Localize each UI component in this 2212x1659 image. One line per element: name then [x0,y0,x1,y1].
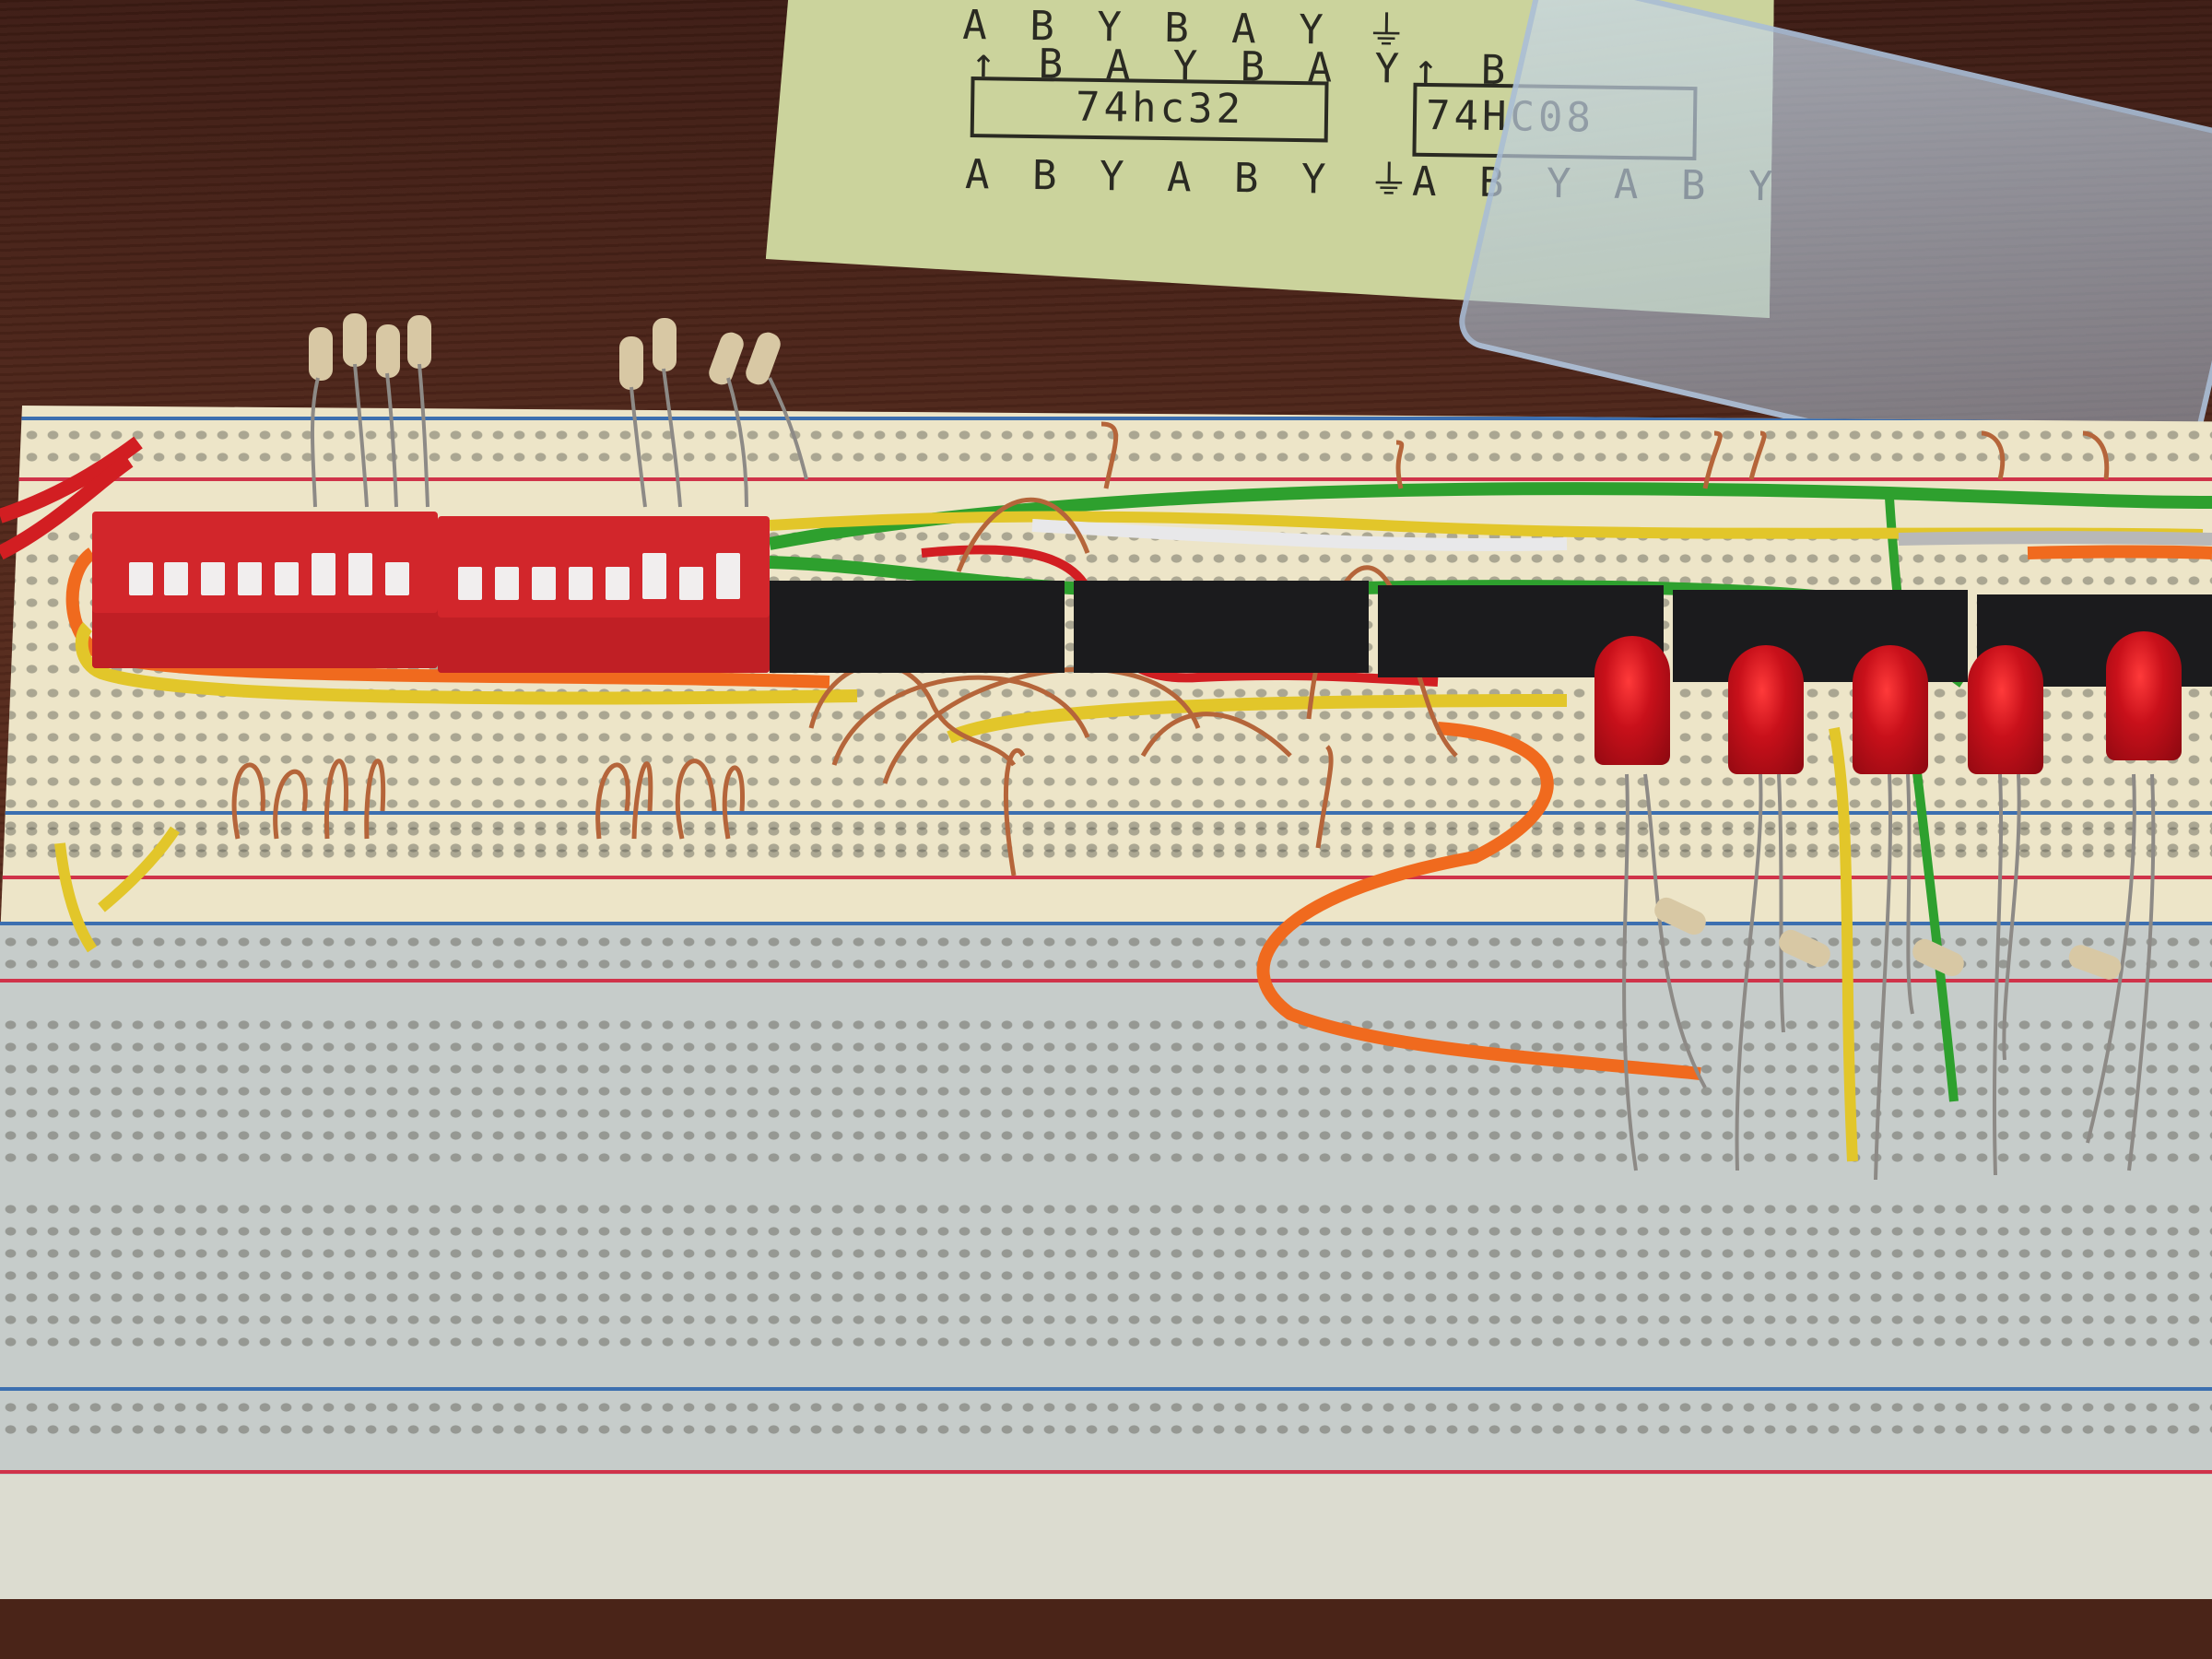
dip-toggle[interactable] [606,567,629,600]
dip-toggle[interactable] [164,562,188,595]
dip-toggle[interactable] [495,567,519,600]
resistor [376,324,400,378]
led-4 [1968,645,2043,774]
led-2 [1728,645,1804,774]
resistor [653,318,677,371]
dip-toggle[interactable] [312,553,335,595]
breadboard-edge [0,1475,2212,1604]
dip-switch-2[interactable] [438,516,770,673]
dip-toggle[interactable] [458,567,482,600]
dip-toggle[interactable] [238,562,262,595]
dip-toggle[interactable] [532,567,556,600]
rail-blue-lower-top [0,922,2212,925]
rail-blue-top [0,417,2212,420]
led-1 [1594,636,1670,765]
dip-toggle[interactable] [385,562,409,595]
ic-chip-2 [1074,581,1369,673]
resistor [343,313,367,367]
dip-toggle[interactable] [275,562,299,595]
dip-toggle[interactable] [642,553,666,599]
dip-toggle[interactable] [348,553,372,595]
desk-bottom [0,1599,2212,1659]
resistor [619,336,643,390]
dip-switch-1[interactable] [92,512,438,668]
rail-red-bottom [0,1470,2212,1474]
led-3 [1853,645,1928,774]
dip-toggle[interactable] [569,567,593,600]
dip-toggle[interactable] [716,553,740,599]
rail-blue-bottom [0,1387,2212,1391]
dip-toggle[interactable] [679,567,703,600]
dip-toggle[interactable] [201,562,225,595]
rail-blue-mid [0,811,2212,815]
power-rail-holes-bottom [0,1396,2212,1442]
resistor [309,327,333,381]
power-rail-holes-top [0,424,2212,470]
ic-chip-1 [770,581,1065,673]
led-5 [2106,631,2182,760]
terminal-holes-lower-b [0,1198,2212,1355]
rail-red-lower-top [0,979,2212,982]
dip-toggle[interactable] [129,562,153,595]
rail-red-mid [0,876,2212,879]
resistor [407,315,431,369]
